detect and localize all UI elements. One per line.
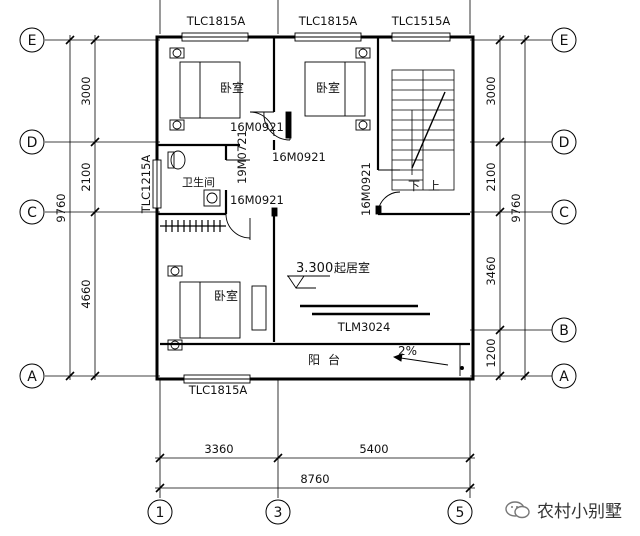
watermark: 农村小别墅 [505, 497, 622, 522]
slope-arrow [392, 345, 464, 376]
window-label-left: TLC1215A [139, 155, 153, 215]
door-label-stair: 16M0921 [359, 162, 373, 216]
dim-bottom-2: 5400 [359, 442, 388, 456]
axis-label-1: 1 [156, 505, 165, 521]
door-label-bedroom2: 16M0921 [272, 150, 326, 164]
room-label-bedroom1: 卧室 [220, 80, 244, 95]
dim-bottom-total: 8760 [300, 472, 329, 486]
door-label-living: TLM3024 [337, 320, 391, 334]
axis-lines [45, 0, 552, 498]
axis-label-a-left: A [27, 369, 37, 385]
axis-label-b-right: B [559, 323, 569, 339]
slope-value: 2% [398, 344, 417, 358]
axis-label-e-right: E [560, 33, 569, 49]
axis-label-d-left: D [27, 135, 38, 151]
dim-right-1: 3000 [484, 76, 498, 105]
bathroom-fixtures [167, 150, 221, 207]
dim-left-1: 3000 [79, 76, 93, 105]
axis-label-c-right: C [559, 205, 569, 221]
dimension-lines [65, 35, 530, 493]
axis-label-5: 5 [456, 505, 465, 521]
dim-right-2: 2100 [484, 162, 498, 191]
watermark-text: 农村小别墅 [537, 502, 622, 522]
stair-label-down: 下 [408, 179, 420, 193]
bed-1 [169, 47, 241, 131]
interior-walls [157, 37, 470, 346]
room-label-bathroom: 卫生间 [182, 175, 215, 189]
exterior-walls [155, 35, 475, 381]
window-symbols [152, 32, 451, 384]
window-label-top-mid: TLC1815A [298, 14, 358, 28]
level-value: 3.300 [296, 261, 333, 276]
staircase [391, 69, 455, 191]
room-label-bedroom3: 卧室 [214, 288, 238, 303]
dim-right-4: 1200 [484, 338, 498, 367]
dim-right-total: 9760 [509, 193, 523, 222]
door-label-bathroom: 19M0721 [235, 130, 249, 184]
wardrobe [160, 220, 226, 232]
axis-bubbles [19, 27, 577, 525]
axis-label-a-right: A [559, 369, 569, 385]
stair-label-up: 上 [428, 179, 440, 193]
bed-2 [304, 47, 371, 131]
room-label-balcony: 阳台 [308, 352, 348, 367]
axis-label-c-left: C [27, 205, 37, 221]
room-label-living: 起居室 [334, 260, 370, 275]
axis-label-d-right: D [559, 135, 570, 151]
axis-label-3: 3 [274, 505, 283, 521]
dim-right-3: 3460 [484, 256, 498, 285]
dim-bottom-1: 3360 [204, 442, 233, 456]
room-label-bedroom2: 卧室 [316, 80, 340, 95]
axis-label-e-left: E [28, 33, 37, 49]
level-mark [287, 275, 330, 289]
bed-3 [167, 265, 267, 351]
window-label-top-right: TLC1515A [391, 14, 451, 28]
dim-left-2: 2100 [79, 162, 93, 191]
wechat-icon [505, 500, 530, 518]
window-label-bottom: TLC1815A [188, 383, 248, 397]
dim-left-total: 9760 [54, 193, 68, 222]
door-swings [225, 111, 401, 240]
door-label-bedroom1: 16M0921 [230, 120, 284, 134]
door-label-bedroom3: 16M0921 [230, 193, 284, 207]
dim-left-3: 4660 [79, 279, 93, 308]
window-label-top-left: TLC1815A [186, 14, 246, 28]
